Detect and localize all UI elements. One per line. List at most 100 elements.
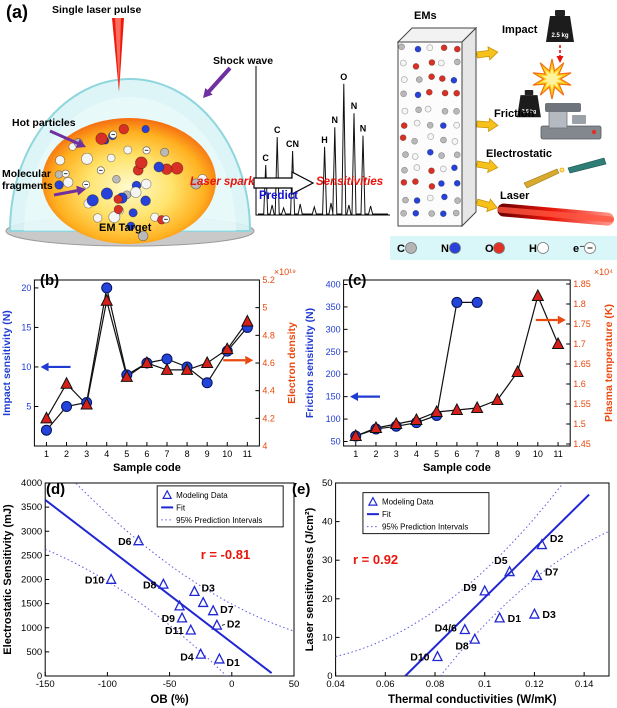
crystal-atom [441, 193, 448, 201]
data-marker [160, 362, 174, 375]
panel-c-label: (c) [348, 272, 367, 289]
data-marker [101, 282, 113, 294]
svg-text:2.5 kg: 2.5 kg [522, 109, 536, 115]
svg-text:D3: D3 [201, 583, 215, 595]
svg-text:4.8: 4.8 [262, 330, 275, 340]
svg-text:6: 6 [144, 449, 149, 459]
single-laser-pulse-label: Single laser pulse [52, 4, 142, 16]
legend-atom-swatch [449, 242, 461, 254]
data-marker [207, 604, 219, 616]
crystal-atom [451, 138, 459, 145]
crystal-atom [411, 137, 418, 145]
crystal-atom [415, 76, 423, 83]
crystal-atom [400, 210, 407, 217]
svg-text:N: N [332, 115, 339, 125]
crystal-atom [451, 164, 458, 172]
svg-text:×10¹⁹: ×10¹⁹ [274, 267, 296, 277]
svg-text:1.8: 1.8 [573, 299, 586, 309]
impact-label: Impact [502, 24, 538, 36]
svg-text:Modeling Data: Modeling Data [382, 498, 434, 507]
data-marker [551, 336, 565, 349]
atom-particle [93, 213, 103, 223]
svg-text:4.4: 4.4 [262, 386, 275, 396]
crystal-atom [399, 134, 407, 141]
svg-text:D10: D10 [85, 575, 104, 587]
atom-particle [113, 194, 123, 204]
data-marker [185, 623, 197, 635]
crystal-atom [414, 91, 422, 99]
data-marker [188, 585, 201, 597]
svg-text:N: N [351, 101, 358, 111]
shock-wave-label: Shock wave [213, 55, 274, 67]
svg-text:150: 150 [326, 392, 341, 402]
atom-particle [160, 147, 170, 157]
data-marker [471, 296, 483, 308]
ems-title: EMs [414, 10, 437, 22]
svg-text:10: 10 [533, 449, 543, 459]
legend-atom-swatch [405, 242, 417, 254]
prediction-interval-upper [75, 483, 295, 632]
svg-text:Electron density: Electron density [286, 322, 298, 404]
data-marker [120, 369, 134, 382]
atom-particle [130, 186, 142, 198]
sensitivities-label: Sensitivities [316, 176, 384, 188]
svg-text:3000: 3000 [21, 526, 42, 537]
friction-tester-icon [540, 125, 602, 140]
svg-text:0: 0 [327, 671, 332, 682]
atom-particle [153, 161, 165, 173]
data-marker [200, 355, 214, 368]
data-marker [430, 404, 443, 417]
svg-text:D9: D9 [162, 613, 176, 625]
yellow-arrow-icon [476, 46, 499, 61]
svg-text:C: C [262, 153, 269, 163]
crystal-atom [400, 179, 408, 186]
crystal-atom [401, 107, 409, 115]
crystal-atom [427, 133, 435, 140]
panel-d-label: (d) [46, 481, 66, 498]
crystal-atom [438, 75, 446, 82]
svg-text:H: H [529, 243, 537, 255]
crystal-atom [440, 44, 448, 52]
svg-text:100: 100 [326, 414, 341, 424]
svg-text:5: 5 [124, 449, 129, 459]
crystal-atom [412, 63, 420, 70]
svg-text:1500: 1500 [21, 599, 42, 610]
svg-text:D1: D1 [508, 613, 522, 625]
svg-text:0.14: 0.14 [575, 679, 594, 690]
data-marker [40, 424, 52, 436]
svg-text:5: 5 [434, 449, 439, 459]
electrode-icon [567, 157, 607, 174]
data-marker [213, 652, 225, 664]
atom-particle [62, 177, 74, 188]
svg-text:1.45: 1.45 [573, 439, 591, 449]
svg-text:D8: D8 [455, 640, 469, 652]
crystal-atom [428, 59, 436, 66]
crystal-atom [453, 151, 461, 159]
crystal-atom [428, 183, 436, 190]
svg-text:D7: D7 [220, 604, 234, 616]
atom-particle [126, 221, 136, 231]
spectrum-trace [258, 83, 388, 215]
svg-text:0.12: 0.12 [525, 679, 544, 690]
svg-text:500: 500 [26, 647, 42, 658]
svg-text:1: 1 [44, 449, 49, 459]
svg-text:20: 20 [322, 594, 333, 605]
svg-text:2000: 2000 [21, 575, 42, 586]
svg-text:11: 11 [243, 449, 252, 459]
data-marker [201, 377, 213, 389]
atom-particle [141, 125, 150, 134]
svg-text:1.85: 1.85 [573, 279, 591, 289]
data-marker [349, 428, 363, 441]
svg-text:1.55: 1.55 [573, 399, 591, 409]
svg-text:1.5: 1.5 [573, 419, 586, 429]
crystal-atom [400, 76, 408, 83]
svg-text:Thermal conductivities (W/mK): Thermal conductivities (W/mK) [388, 694, 557, 706]
svg-text:5: 5 [26, 401, 31, 411]
data-marker [469, 632, 481, 644]
svg-text:D10: D10 [410, 652, 429, 664]
svg-text:40: 40 [322, 517, 333, 528]
svg-text:4.6: 4.6 [262, 358, 275, 368]
data-marker [531, 569, 543, 581]
svg-text:D6: D6 [118, 536, 132, 548]
svg-text:O: O [340, 72, 347, 82]
